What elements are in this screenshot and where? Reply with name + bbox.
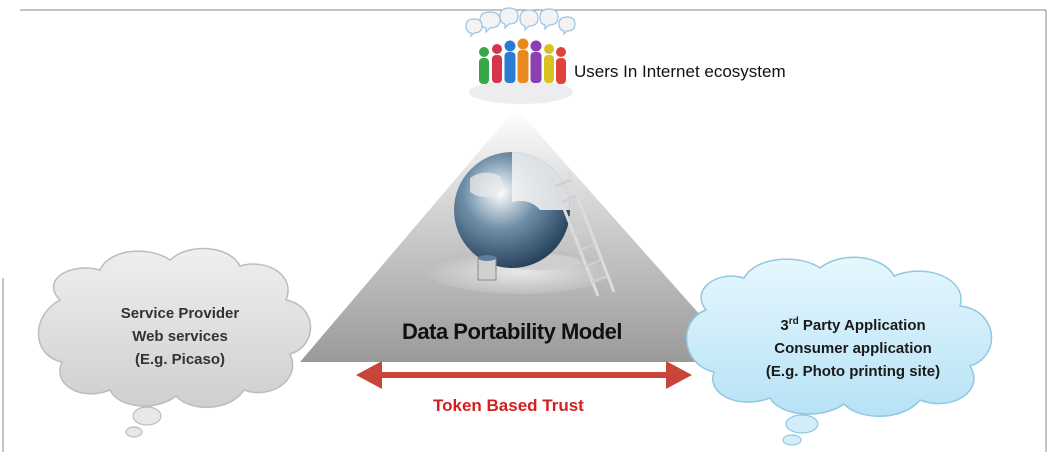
right-cloud-line1-number: 3 bbox=[780, 317, 789, 334]
users-label: Users In Internet ecosystem bbox=[574, 62, 786, 81]
globe-ladder-icon bbox=[428, 152, 616, 297]
users-crowd-icon bbox=[465, 7, 576, 104]
left-cloud-line2: Web services bbox=[132, 328, 228, 345]
left-cloud-text: Service Provider Web services (E.g. Pica… bbox=[100, 302, 260, 371]
left-cloud-line1: Service Provider bbox=[120, 305, 240, 322]
token-trust-label: Token Based Trust bbox=[433, 396, 584, 415]
right-cloud-line1: 3rd Party Application bbox=[728, 314, 978, 337]
right-cloud-text: 3rd Party Application Consumer applicati… bbox=[728, 314, 978, 383]
model-title: Data Portability Model bbox=[402, 319, 623, 344]
left-cloud-line3: (E.g. Picaso) bbox=[134, 351, 226, 368]
right-cloud-line1-sup: rd bbox=[788, 316, 799, 327]
right-cloud-line1-rest: Party Application bbox=[798, 317, 926, 334]
token-trust-arrow bbox=[356, 361, 692, 389]
left-cloud-shape bbox=[37, 247, 312, 438]
right-cloud-line3: (E.g. Photo printing site) bbox=[765, 363, 941, 380]
right-cloud-shape bbox=[685, 256, 993, 446]
right-cloud-line2: Consumer application bbox=[774, 340, 932, 357]
